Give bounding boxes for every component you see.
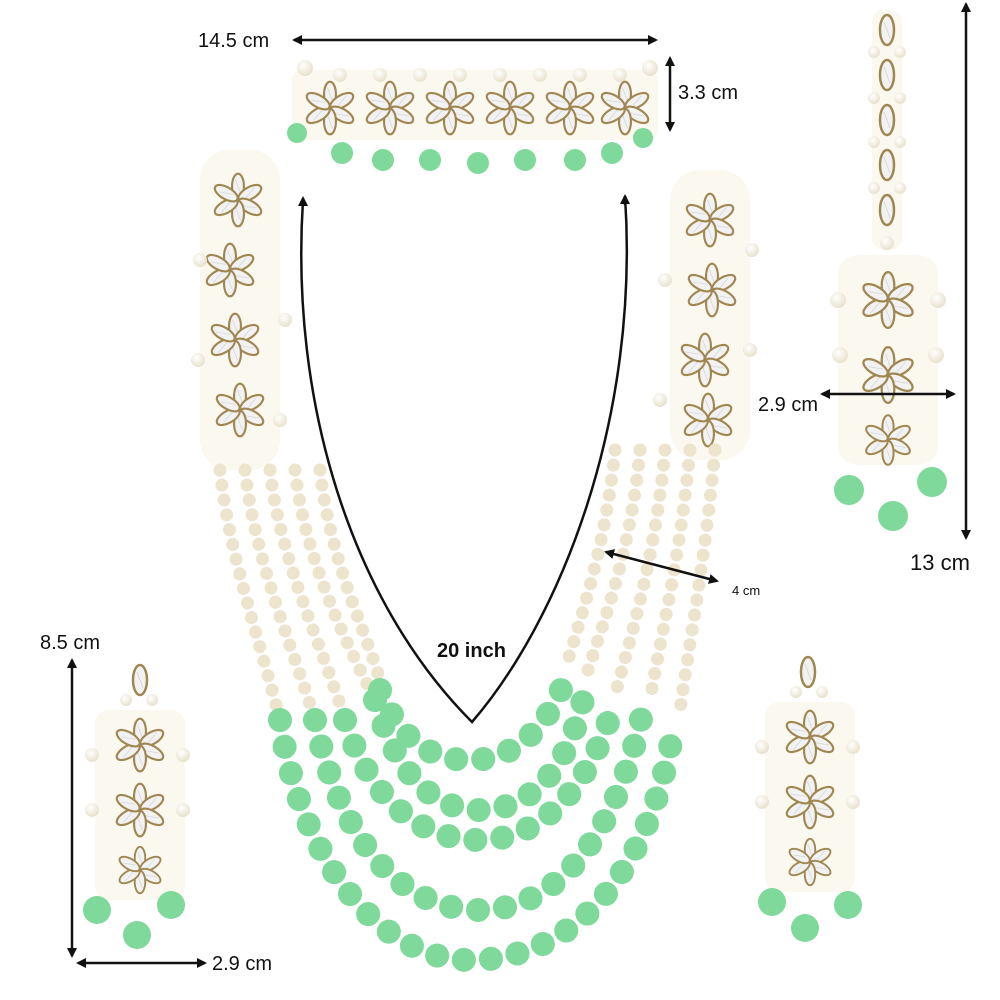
tikka-length-label: 13 cm [910,550,970,575]
necklace-side-panel-right [653,170,759,460]
dimension-annotations [67,2,971,968]
choker [287,60,658,174]
maang-tikka [830,10,947,531]
strand-width-label: 4 cm [732,583,761,598]
earring-length-label: 8.5 cm [40,632,101,654]
pearl-strands [213,443,722,727]
tikka-width-label: 2.9 cm [758,394,819,416]
necklace-length-label: 20 inch [437,640,506,662]
green-bead-strands [268,668,687,973]
earring-width-label: 2.9 cm [212,953,273,975]
choker-height-label: 3.3 cm [678,82,739,104]
earring-left [83,663,190,949]
earring-right [755,655,862,942]
necklace-side-panel-left [191,150,292,470]
strand-width-arrow [604,549,719,584]
choker-width-label: 14.5 cm [198,30,270,52]
necklace-length-arrow [300,195,629,724]
